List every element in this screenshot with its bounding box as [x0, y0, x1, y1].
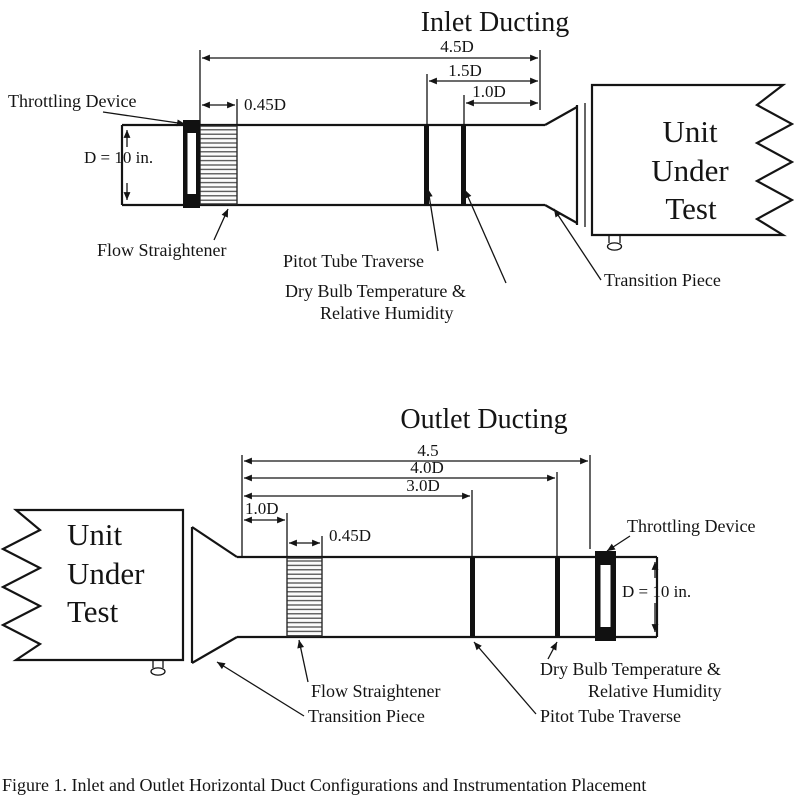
outlet-throttling-device	[595, 551, 616, 641]
leader-line	[216, 661, 305, 717]
transition-bottom-slant	[191, 636, 238, 664]
outlet-dry-bulb-label-2: Relative Humidity	[588, 681, 721, 701]
inlet-transition-label: Transition Piece	[604, 270, 721, 290]
inlet-dim-straightener: 0.45D	[244, 95, 286, 114]
outlet-callouts: Throttling Device Flow Straightener Tran…	[216, 516, 755, 726]
inlet-dim-overall: 4.5D	[440, 37, 474, 56]
unit-text-line2: Under	[651, 153, 729, 188]
leader-line	[464, 189, 507, 284]
inlet-dim-dry-bulb: 1.0D	[472, 82, 506, 101]
transition-top-slant	[544, 106, 578, 126]
inlet-dim-pitot: 1.5D	[448, 61, 482, 80]
inlet-dimensions: 4.5D 1.5D 1.0D 0.45D	[199, 37, 541, 124]
unit-text-line1: Unit	[67, 517, 123, 552]
leader-line	[473, 641, 537, 715]
inlet-callouts: Throttling Device Flow Straightener Pito…	[8, 91, 721, 323]
inlet-flow-straightener	[199, 125, 238, 205]
outlet-unit-under-test: Unit Under Test	[0, 508, 185, 676]
unit-foot	[150, 660, 166, 676]
unit-text-line2: Under	[67, 556, 145, 591]
inlet-title: Inlet Ducting	[421, 7, 570, 38]
outlet-diameter-dimension: D = 10 in.	[622, 561, 691, 633]
outlet-pitot-label: Pitot Tube Traverse	[540, 706, 681, 726]
foot-caster	[150, 667, 166, 676]
throttling-device-slot	[187, 133, 196, 194]
outlet-flow-straightener-label: Flow Straightener	[311, 681, 440, 701]
outlet-dim-straightener-offset: 1.0D	[245, 499, 279, 518]
outlet-pitot-traverse-station	[470, 557, 475, 637]
outlet-title: Outlet Ducting	[400, 404, 567, 435]
outlet-dimensions: 4.5 4.0D 3.0D 1.0D 0.45D	[241, 441, 591, 556]
inlet-dry-bulb-station	[461, 125, 466, 205]
outlet-dim-overall: 4.5	[417, 441, 438, 460]
leader-line	[102, 111, 186, 127]
inlet-transition-piece	[544, 103, 586, 227]
transition-top-slant	[191, 526, 238, 558]
throttling-device-slot	[600, 565, 611, 627]
outlet-dim-straightener: 0.45D	[329, 526, 371, 545]
unit-foot	[606, 235, 623, 251]
leader-line	[553, 208, 602, 281]
inlet-pitot-label: Pitot Tube Traverse	[283, 251, 424, 271]
unit-under-test-box	[590, 83, 794, 237]
foot-caster	[606, 242, 623, 251]
outlet-transition-piece	[190, 526, 238, 664]
outlet-throttling-label: Throttling Device	[627, 516, 755, 536]
leader-line	[606, 535, 631, 552]
inlet-diameter-dimension: D = 10 in.	[84, 129, 153, 201]
inlet-flow-straightener-label: Flow Straightener	[97, 240, 226, 260]
inlet-pitot-traverse-station	[424, 125, 429, 205]
unit-under-test-box	[0, 508, 185, 662]
inlet-diameter-label: D = 10 in.	[84, 148, 153, 167]
inlet-diagram: Inlet Ducting D = 10 in.	[8, 7, 794, 323]
inlet-dry-bulb-label-2: Relative Humidity	[320, 303, 453, 323]
inlet-throttling-device	[183, 120, 200, 208]
outlet-dry-bulb-label-1: Dry Bulb Temperature &	[540, 659, 721, 679]
leader-line	[547, 641, 558, 660]
outlet-diagram: Outlet Ducting Unit Under Test	[0, 404, 755, 726]
outlet-flow-straightener	[286, 557, 323, 637]
unit-text-line3: Test	[665, 191, 717, 226]
outlet-dry-bulb-station	[555, 557, 560, 637]
inlet-dry-bulb-label-1: Dry Bulb Temperature &	[285, 281, 466, 301]
unit-text-line1: Unit	[662, 114, 718, 149]
outlet-transition-label: Transition Piece	[308, 706, 425, 726]
outlet-dim-dry-bulb: 4.0D	[410, 458, 444, 477]
leader-line	[213, 208, 229, 241]
outlet-diameter-label: D = 10 in.	[622, 582, 691, 601]
leader-line	[297, 639, 309, 683]
unit-text-line3: Test	[67, 594, 119, 629]
outlet-dim-pitot: 3.0D	[406, 476, 440, 495]
leader-line	[425, 188, 439, 252]
inlet-unit-under-test: Unit Under Test	[590, 83, 794, 251]
inlet-throttling-label: Throttling Device	[8, 91, 136, 111]
figure-caption: Figure 1. Inlet and Outlet Horizontal Du…	[2, 775, 646, 795]
